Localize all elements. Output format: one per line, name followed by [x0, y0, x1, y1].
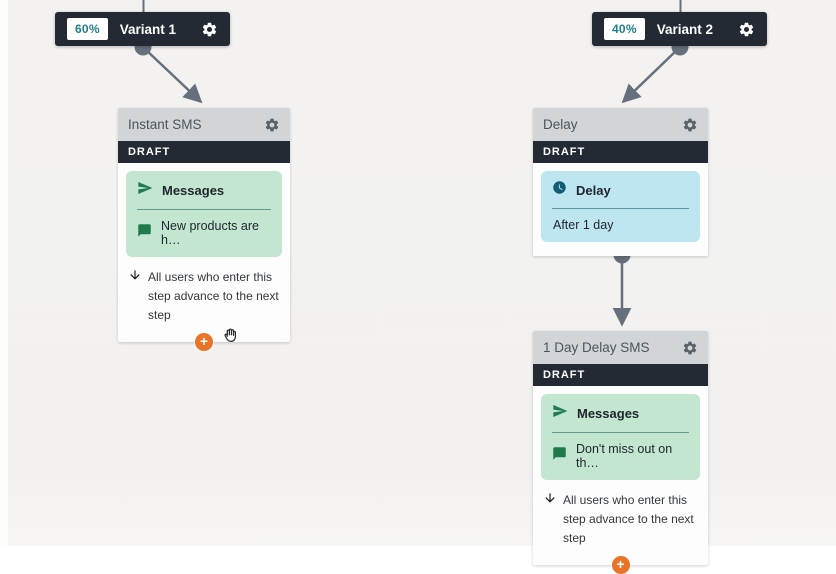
speech-bubble-icon: [552, 446, 567, 466]
gear-icon[interactable]: [264, 117, 280, 133]
clock-icon: [552, 180, 567, 200]
card-header[interactable]: 1 Day Delay SMS: [533, 331, 708, 364]
status-badge: DRAFT: [118, 141, 290, 163]
paper-plane-icon: [552, 403, 568, 424]
module-detail: Don't miss out on th…: [576, 442, 673, 470]
paper-plane-icon: [137, 180, 153, 201]
plus-icon: +: [616, 556, 625, 573]
flow-connectors: [134, 0, 689, 327]
advance-note-text: All users who enter this step advance to…: [148, 270, 279, 323]
speech-bubble-icon: [137, 223, 152, 243]
gear-icon[interactable]: [682, 340, 698, 356]
variant1-label: Variant 1: [119, 21, 177, 37]
module-divider: [137, 209, 271, 210]
advance-note-text: All users who enter this step advance to…: [563, 493, 694, 546]
advance-note: All users who enter this step advance to…: [126, 268, 282, 326]
plus-icon: +: [199, 333, 209, 350]
gear-icon[interactable]: [682, 117, 698, 133]
card-body: Delay After 1 day: [533, 163, 708, 256]
card-title: 1 Day Delay SMS: [543, 340, 650, 355]
step-card-instant-sms[interactable]: Instant SMS DRAFT Messages: [118, 108, 290, 351]
messages-module[interactable]: Messages Don't miss out on th…: [541, 394, 700, 480]
variant1-node[interactable]: 60% Variant 1: [55, 12, 230, 46]
variant2-percent-badge: 40%: [604, 18, 645, 40]
module-title: Messages: [162, 183, 225, 198]
module-detail: After 1 day: [553, 218, 614, 232]
module-divider: [552, 432, 689, 433]
arrow-down-icon: [128, 268, 142, 287]
status-badge: DRAFT: [533, 141, 708, 163]
connector-variant2-delay: [621, 48, 679, 104]
card-body: Messages Don't miss out on th… All users…: [533, 386, 708, 574]
canvas-left-margin: [0, 0, 8, 546]
card-body: Messages New products are h… All users w…: [118, 163, 290, 351]
card-header[interactable]: Delay: [533, 108, 708, 141]
messages-module[interactable]: Messages New products are h…: [126, 171, 282, 257]
status-badge: DRAFT: [533, 364, 708, 386]
module-divider: [552, 208, 689, 209]
connector-variant1-instant-sms: [144, 48, 203, 104]
variant1-percent-badge: 60%: [67, 18, 108, 40]
advance-note: All users who enter this step advance to…: [541, 491, 700, 549]
module-title: Delay: [576, 182, 611, 198]
hand-grab-cursor: [221, 326, 240, 350]
step-card-delay[interactable]: Delay DRAFT Delay After 1 day: [533, 108, 708, 256]
card-title: Delay: [543, 117, 578, 132]
variant2-label: Variant 2: [656, 21, 714, 37]
variant2-node[interactable]: 40% Variant 2: [592, 12, 767, 46]
add-step-button[interactable]: +: [611, 555, 630, 574]
delay-module[interactable]: Delay After 1 day: [541, 171, 700, 242]
module-title: Messages: [577, 406, 640, 421]
step-card-1-day-delay-sms[interactable]: 1 Day Delay SMS DRAFT Messages: [533, 331, 708, 574]
add-step-button[interactable]: +: [195, 332, 213, 351]
card-header[interactable]: Instant SMS: [118, 108, 290, 141]
gear-icon[interactable]: [738, 21, 755, 38]
card-title: Instant SMS: [128, 117, 202, 132]
gear-icon[interactable]: [201, 21, 218, 38]
arrow-down-icon: [543, 491, 557, 510]
module-detail: New products are h…: [161, 219, 259, 247]
